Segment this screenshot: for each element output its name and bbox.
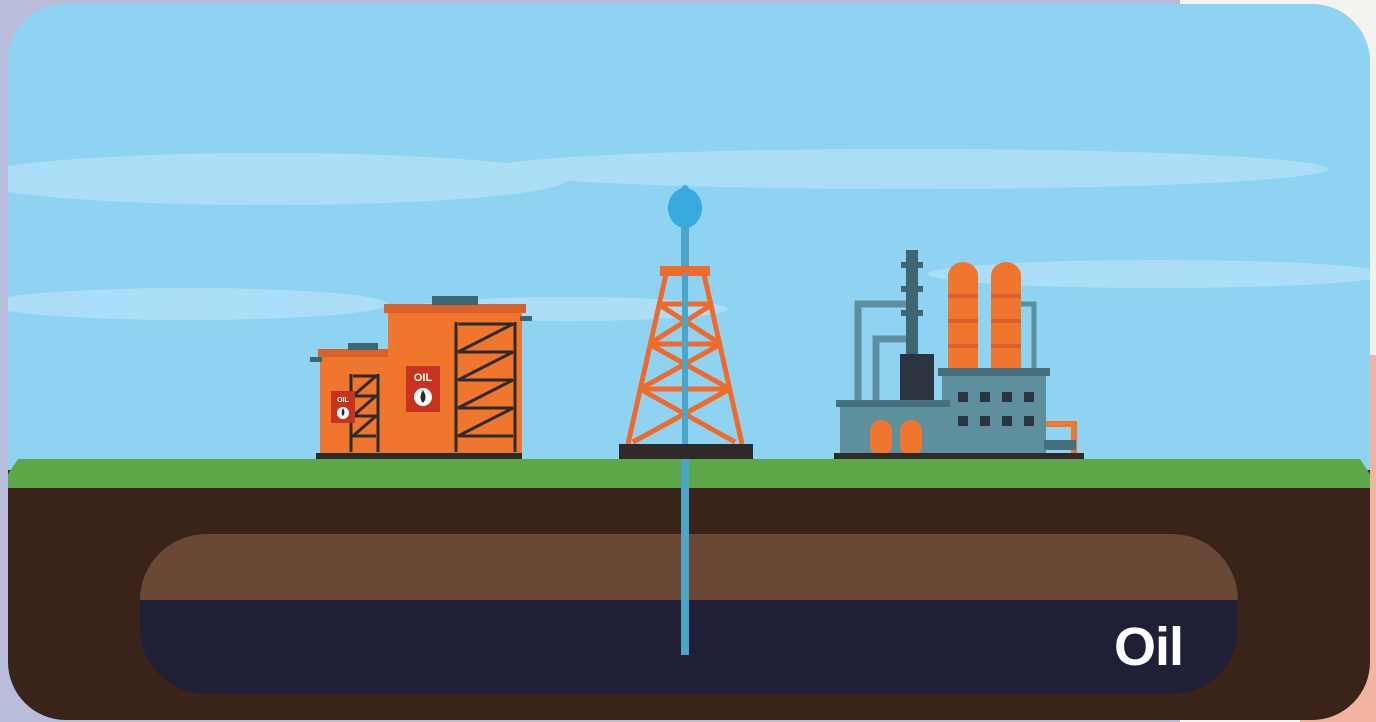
reservoir-label: Oil (1114, 617, 1184, 677)
oil-drop-icon (420, 390, 426, 403)
well-pipe (681, 459, 689, 655)
scene-svg: OIL OIL (8, 4, 1370, 720)
flame-icon (668, 188, 702, 228)
storage-tanks: OIL OIL (310, 296, 532, 459)
tank-label-small: OIL (337, 397, 349, 404)
clouds (8, 149, 1370, 321)
refinery (834, 250, 1084, 459)
tank-label-large: OIL (414, 372, 433, 384)
oil-extraction-illustration: OIL OIL (8, 4, 1370, 720)
drilling-rig (619, 185, 753, 459)
oil-drop-icon-small (341, 408, 345, 416)
